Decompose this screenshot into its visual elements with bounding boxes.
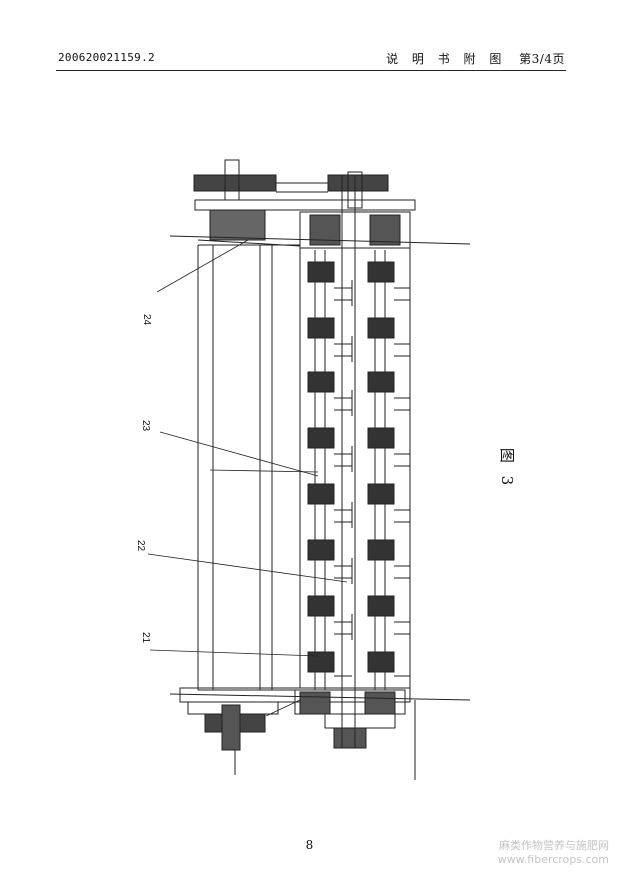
callout-21: 21 xyxy=(140,631,152,644)
leader-lines xyxy=(147,239,348,717)
roller-body xyxy=(197,244,300,691)
flight-lines xyxy=(334,280,411,677)
watermark-line-1: 麻类作物营养与施肥网 xyxy=(499,839,609,852)
callout-22: 22 xyxy=(135,539,147,552)
nut-row xyxy=(307,261,395,673)
header-section-title: 说 明 书 附 图 第3/4页 xyxy=(386,50,565,67)
header-rule xyxy=(56,70,566,71)
section-label: 说 明 书 附 图 xyxy=(386,52,507,66)
patent-number: 200620021159.2 xyxy=(58,51,155,64)
callout-23: 23 xyxy=(140,419,152,432)
callout-24: 24 xyxy=(141,313,153,326)
watermark-line-2: www.fibercrops.com xyxy=(497,853,609,866)
top-pulley-assembly xyxy=(169,159,471,249)
bottom-pulley-assembly xyxy=(169,687,471,780)
watermark: 麻类作物营养与施肥网 www.fibercrops.com xyxy=(498,839,609,867)
figure-caption: 图 3 xyxy=(498,447,517,490)
page-of-label: 第3/4页 xyxy=(519,52,565,66)
page-number: 8 xyxy=(305,838,314,852)
